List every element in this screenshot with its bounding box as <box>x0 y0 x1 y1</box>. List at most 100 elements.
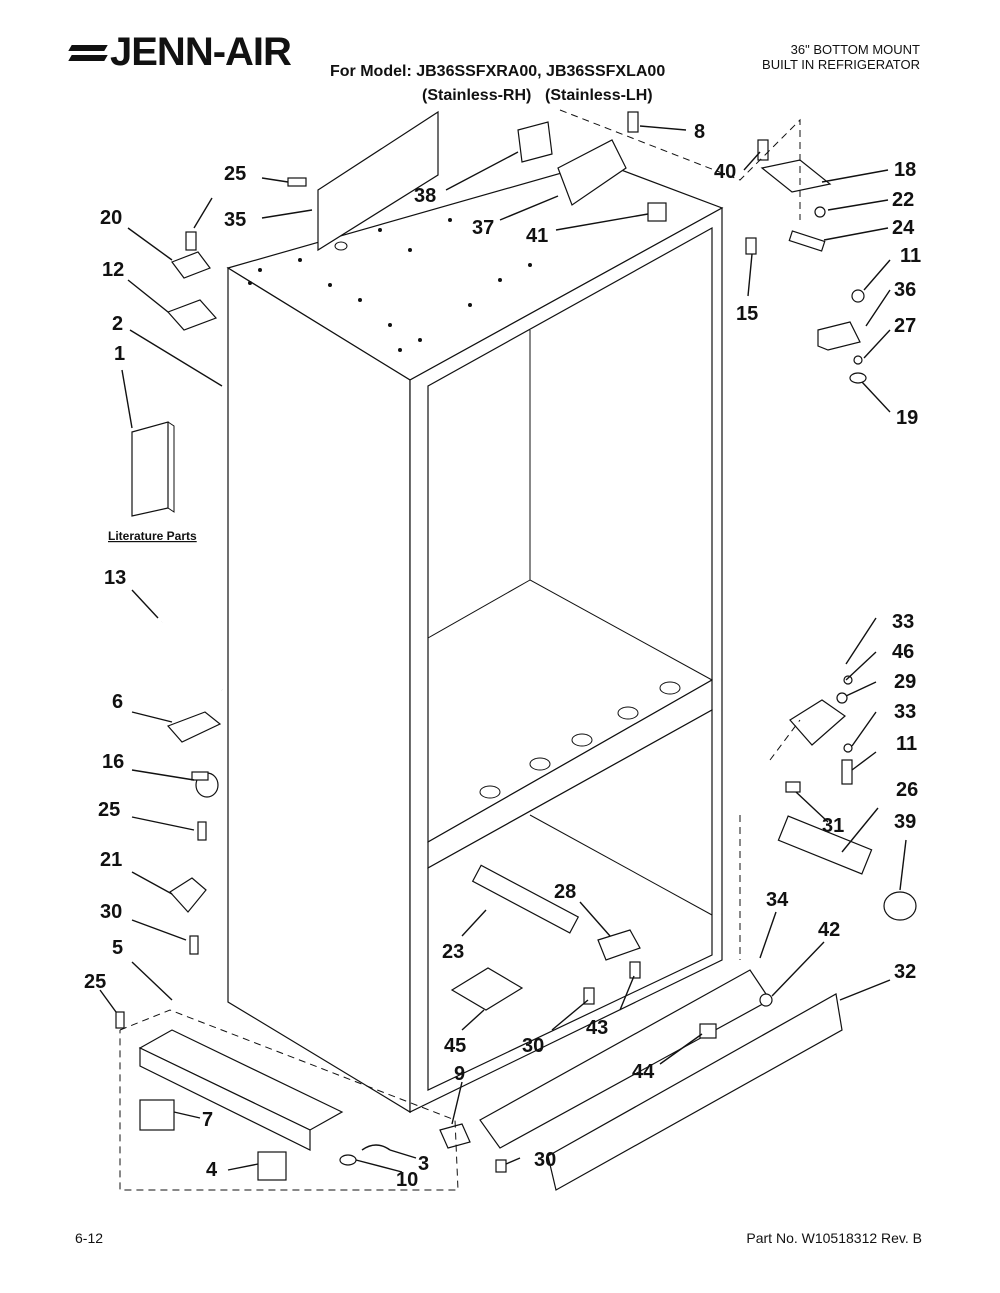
screw-25c <box>115 1011 125 1029</box>
callout: 2 <box>112 313 123 335</box>
callout: 38 <box>414 185 436 207</box>
callout: 33 <box>892 611 914 633</box>
callout-numbers: 25 35 20 12 2 1 13 6 16 25 21 30 5 25 7 … <box>84 121 921 1191</box>
callout: 13 <box>104 567 126 589</box>
callout: 34 <box>766 889 789 911</box>
callout: 31 <box>822 815 844 837</box>
callout: 21 <box>100 849 122 871</box>
callout: 30 <box>522 1035 544 1057</box>
callout: 12 <box>102 259 124 281</box>
callout: 24 <box>892 217 915 239</box>
callout: 22 <box>892 189 914 211</box>
variant-rh: (Stainless-RH) <box>422 87 532 104</box>
screw-30a <box>189 935 199 955</box>
cabinet <box>226 110 724 1114</box>
callout: 1 <box>114 343 125 365</box>
clip-44 <box>699 1023 717 1039</box>
base-frame-5 <box>138 1029 344 1151</box>
damper-26 <box>777 815 873 875</box>
callout: 27 <box>894 315 916 337</box>
callout: 30 <box>534 1149 556 1171</box>
callout: 15 <box>736 303 758 325</box>
callout: 11 <box>900 245 921 267</box>
callout: 42 <box>818 919 840 941</box>
knob-39 <box>883 891 917 921</box>
callout: 41 <box>526 225 548 247</box>
screw-40 <box>757 139 769 161</box>
hinge-36 <box>817 321 861 351</box>
callout: 36 <box>894 279 916 301</box>
callout: 29 <box>894 671 916 693</box>
clip-28 <box>597 929 641 961</box>
callout: 18 <box>894 159 916 181</box>
bracket-38 <box>517 121 553 163</box>
screw-22 <box>814 206 826 218</box>
callout: 16 <box>102 751 124 773</box>
block-41 <box>647 202 667 222</box>
screw-42 <box>759 993 773 1007</box>
callout: 19 <box>896 407 918 429</box>
callout: 39 <box>894 811 916 833</box>
kickplate-32 <box>547 993 843 1191</box>
tube-13 <box>157 621 224 694</box>
tube-23 <box>471 864 580 934</box>
callout: 45 <box>444 1035 466 1057</box>
callout: 40 <box>714 161 736 183</box>
callout: 28 <box>554 881 576 903</box>
leveler-7 <box>139 1099 175 1131</box>
callout: 3 <box>418 1153 429 1175</box>
cover-45 <box>450 967 524 1011</box>
variant-lh: (Stainless-LH) <box>545 87 653 104</box>
brand-logo: JENN-AIR <box>70 30 292 75</box>
clip-3 <box>361 1144 391 1151</box>
clamp-16 <box>191 771 219 798</box>
washer-27 <box>853 355 863 365</box>
callout: 7 <box>202 1109 213 1131</box>
callout: 25 <box>224 163 246 185</box>
part-number: Part No. W10518312 Rev. B <box>746 1230 922 1246</box>
literature-label: Literature Parts <box>108 529 197 543</box>
bolt-20 <box>185 231 197 251</box>
page-code: 6-12 <box>75 1230 104 1246</box>
callout: 32 <box>894 961 916 983</box>
callout: 5 <box>112 937 123 959</box>
bracket-12 <box>166 299 218 331</box>
callout: 8 <box>694 121 705 143</box>
product-line-2: BUILT IN REFRIGERATOR <box>762 57 920 72</box>
spring-24 <box>788 230 826 252</box>
bracket-37 <box>557 139 627 206</box>
callout: 43 <box>586 1017 608 1039</box>
screw-25a <box>197 821 207 841</box>
model-line: For Model: JB36SSFXRA00, JB36SSFXLA00 <box>330 63 666 80</box>
callout: 37 <box>472 217 494 239</box>
washer-33b <box>843 743 853 753</box>
roller-4 <box>257 1151 287 1181</box>
screw-35 <box>287 177 307 187</box>
screw-31 <box>785 781 801 793</box>
hinge-29 <box>789 699 846 746</box>
callout: 6 <box>112 691 123 713</box>
bracket-21 <box>169 877 207 913</box>
callout: 11 <box>896 733 917 755</box>
literature-packet <box>131 421 175 517</box>
callout: 26 <box>896 779 918 801</box>
callout: 20 <box>100 207 122 229</box>
brand-name: JENN-AIR <box>110 30 292 74</box>
washer-46 <box>836 692 848 704</box>
callout: 33 <box>894 701 916 723</box>
screw-30b <box>583 987 595 1005</box>
callout: 44 <box>632 1061 655 1083</box>
callout: 25 <box>84 971 106 993</box>
screw-15 <box>745 237 757 255</box>
callout: 30 <box>100 901 122 923</box>
clip-6 <box>166 711 222 743</box>
callout: 35 <box>224 209 246 231</box>
product-line-1: 36" BOTTOM MOUNT <box>790 42 920 57</box>
callout: 46 <box>892 641 914 663</box>
callout: 4 <box>206 1159 218 1181</box>
bolt-43 <box>629 961 641 979</box>
callout: 10 <box>396 1169 418 1191</box>
screw-8 <box>627 111 639 133</box>
callout: 25 <box>98 799 120 821</box>
